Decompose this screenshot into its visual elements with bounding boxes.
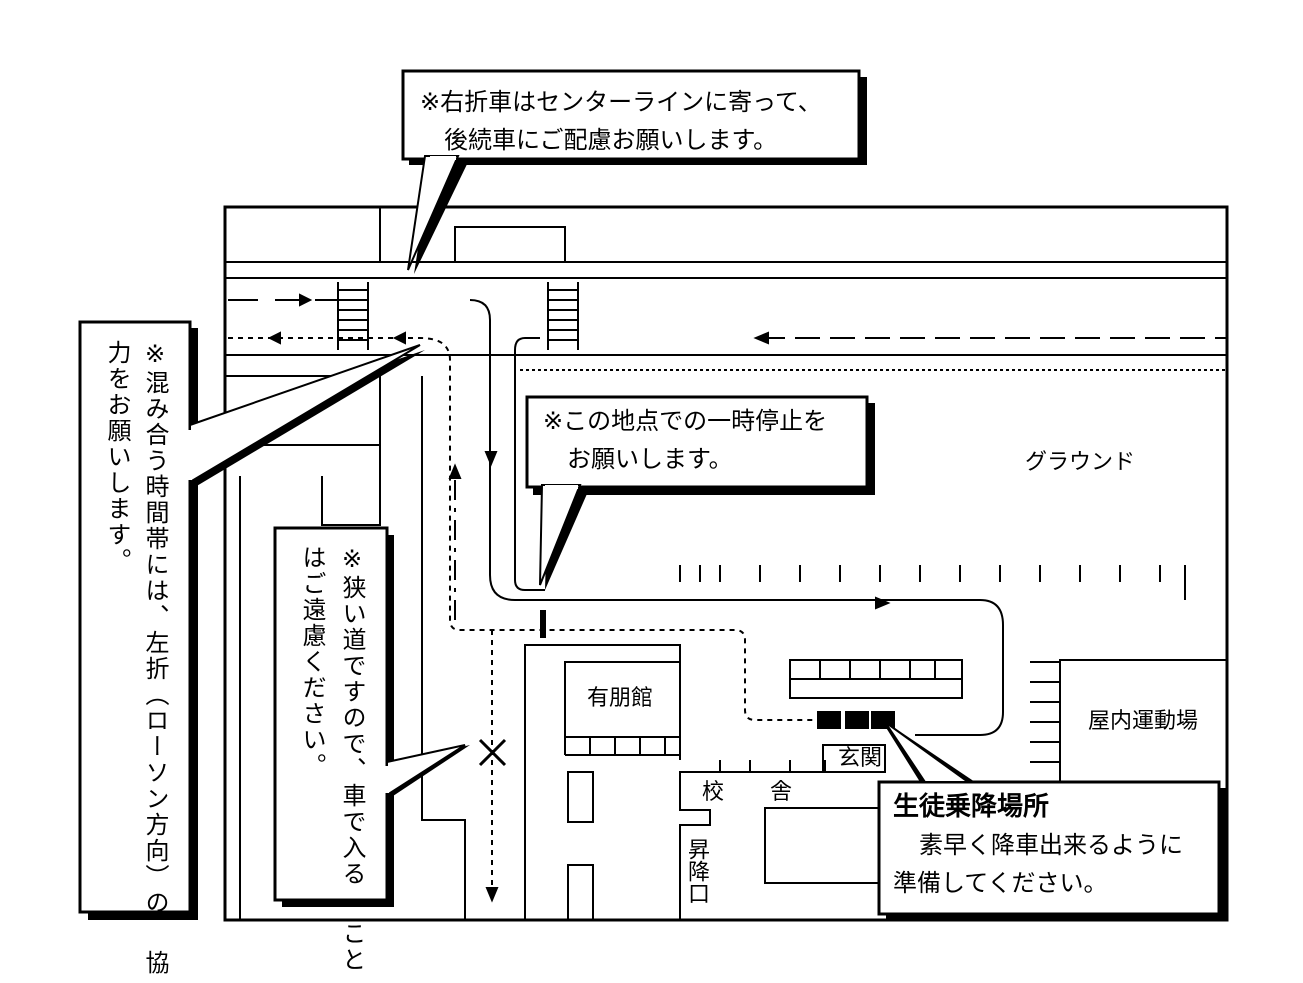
gym-label: 屋内運動場 (1088, 709, 1199, 734)
callout-dropoff-text: 生徒乗降場所 素早く降車出来るように 準備してください。 (893, 788, 1183, 902)
ground-ticks (679, 565, 1161, 582)
school-building (679, 771, 880, 920)
small-block-1 (567, 771, 594, 823)
dropoff-marker-2 (845, 711, 869, 729)
no-entry-cross-icon (478, 738, 507, 767)
stair-label: 昇降口 (684, 838, 709, 904)
yuhokan-grid (564, 737, 680, 756)
entrance-label: 玄関 (838, 746, 883, 771)
callout-right-turn-text: ※右折車はセンターラインに寄って、 後続車にご配慮お願いします。 (420, 83, 822, 159)
callout-narrow-road-line1: ※狭い道ですので、車で入る (338, 545, 366, 887)
map-frame (223, 205, 1229, 922)
building-top-center (454, 226, 566, 262)
ground-label: グラウンド (1025, 450, 1136, 475)
building-ticks (719, 760, 826, 772)
callout-right-turn-line2: 後続車にご配慮お願いします。 (444, 126, 778, 154)
left-block-3 (321, 476, 381, 526)
callout-dropoff (877, 718, 1228, 920)
callout-congestion-line1: ※混み合う時間帯には、左折（ローソン方向）の (141, 340, 169, 916)
crosswalk-left (337, 282, 369, 350)
dropoff-marker-1 (817, 711, 841, 729)
crosswalk-right (547, 282, 579, 350)
inner-building (764, 807, 881, 884)
parking-grid (789, 659, 963, 699)
callout-right-turn (401, 69, 867, 274)
gym-ticks (1030, 661, 1060, 763)
callout-stop-point-text: ※この地点での一時停止を お願いします。 (543, 402, 827, 478)
callout-dropoff-line2: 準備してください。 (893, 869, 1108, 897)
driveway-outer (469, 299, 1004, 736)
callout-narrow-road-line2: ことはご遠慮ください。 (298, 545, 366, 973)
small-block-2 (567, 864, 594, 921)
callout-stop-point-line1: ※この地点での一時停止を (543, 407, 828, 435)
driveway-inner (514, 337, 545, 591)
entrance-box (822, 744, 886, 773)
callout-stop-point (525, 395, 875, 590)
yuhokan-building (564, 661, 681, 738)
callout-stop-point-line2: お願いします。 (567, 445, 733, 473)
callout-dropoff-line1: 素早く降車出来るように (919, 831, 1183, 859)
callout-narrow-road-text: ※狭い道ですので、車で入る ことはご遠慮ください。 (292, 545, 372, 983)
left-road-edge (421, 376, 466, 920)
callout-right-turn-line1: ※右折車はセンターラインに寄って、 (420, 88, 822, 116)
left-block-1 (224, 376, 381, 446)
route-lines (228, 293, 1227, 903)
school-building-label-1: 校 (702, 780, 725, 805)
callout-congestion (78, 320, 425, 920)
building-top-left (224, 207, 381, 263)
callout-narrow-road (273, 526, 470, 907)
callout-congestion-text: ※混み合う時間帯には、左折（ローソン方向）の 協力をお願いします。 (98, 340, 174, 983)
yuhokan-label: 有朋館 (587, 686, 654, 711)
callout-dropoff-title: 生徒乗降場所 (893, 792, 1050, 822)
school-building-label-2: 舎 (770, 780, 793, 805)
callout-congestion-line2: 協力をお願いします。 (103, 340, 169, 976)
